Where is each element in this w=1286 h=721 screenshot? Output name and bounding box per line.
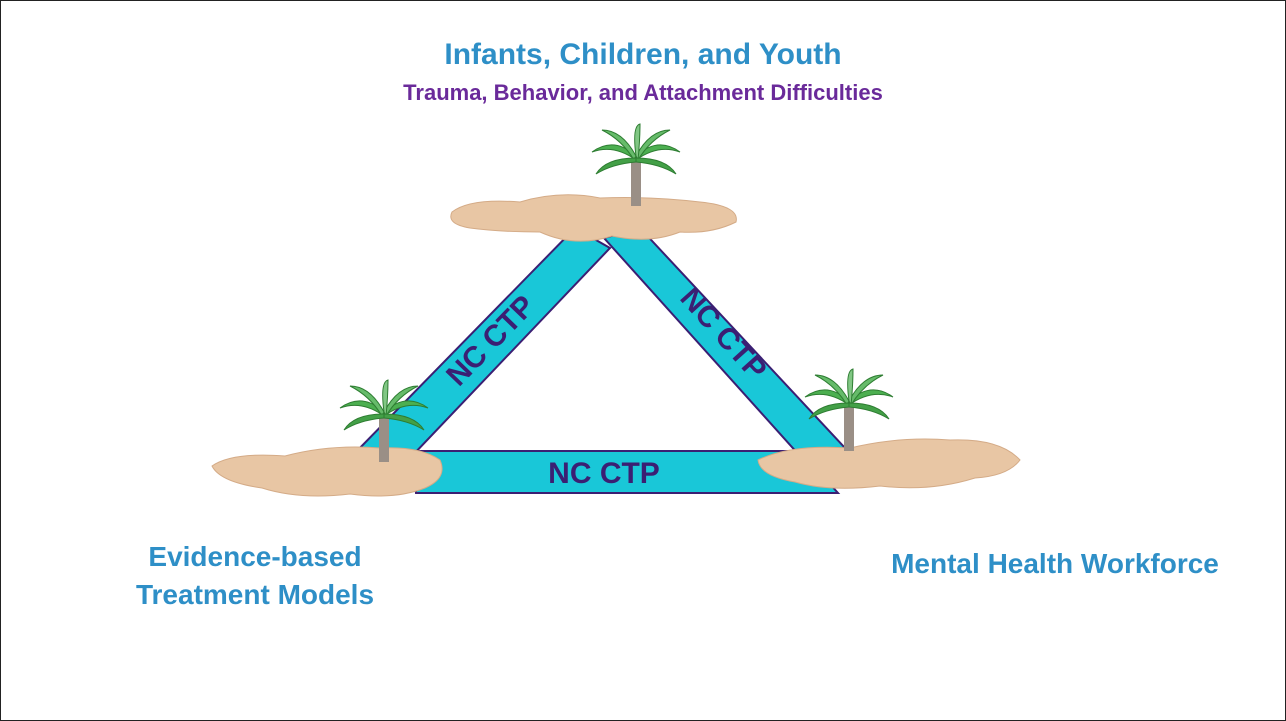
diagram-title: Infants, Children, and Youth xyxy=(444,38,842,71)
workforce-label: Mental Health Workforce xyxy=(891,548,1219,579)
palm-island-icon xyxy=(211,379,443,497)
diagram-subtitle: Trauma, Behavior, and Attachment Difficu… xyxy=(403,80,883,105)
band-bottom-label: NC CTP xyxy=(548,457,660,490)
palm-island-icon xyxy=(450,123,737,242)
band-left-label: NC CTP xyxy=(440,289,541,392)
evidence-based-label: Evidence-based Treatment Models xyxy=(70,538,440,614)
band-left: NC CTP xyxy=(349,226,612,457)
evidence-based-line-2: Treatment Models xyxy=(135,579,375,610)
evidence-based-line-1: Evidence-based xyxy=(148,541,362,572)
band-right: NC CTP xyxy=(602,226,847,458)
palm-island-icon xyxy=(757,368,1021,489)
